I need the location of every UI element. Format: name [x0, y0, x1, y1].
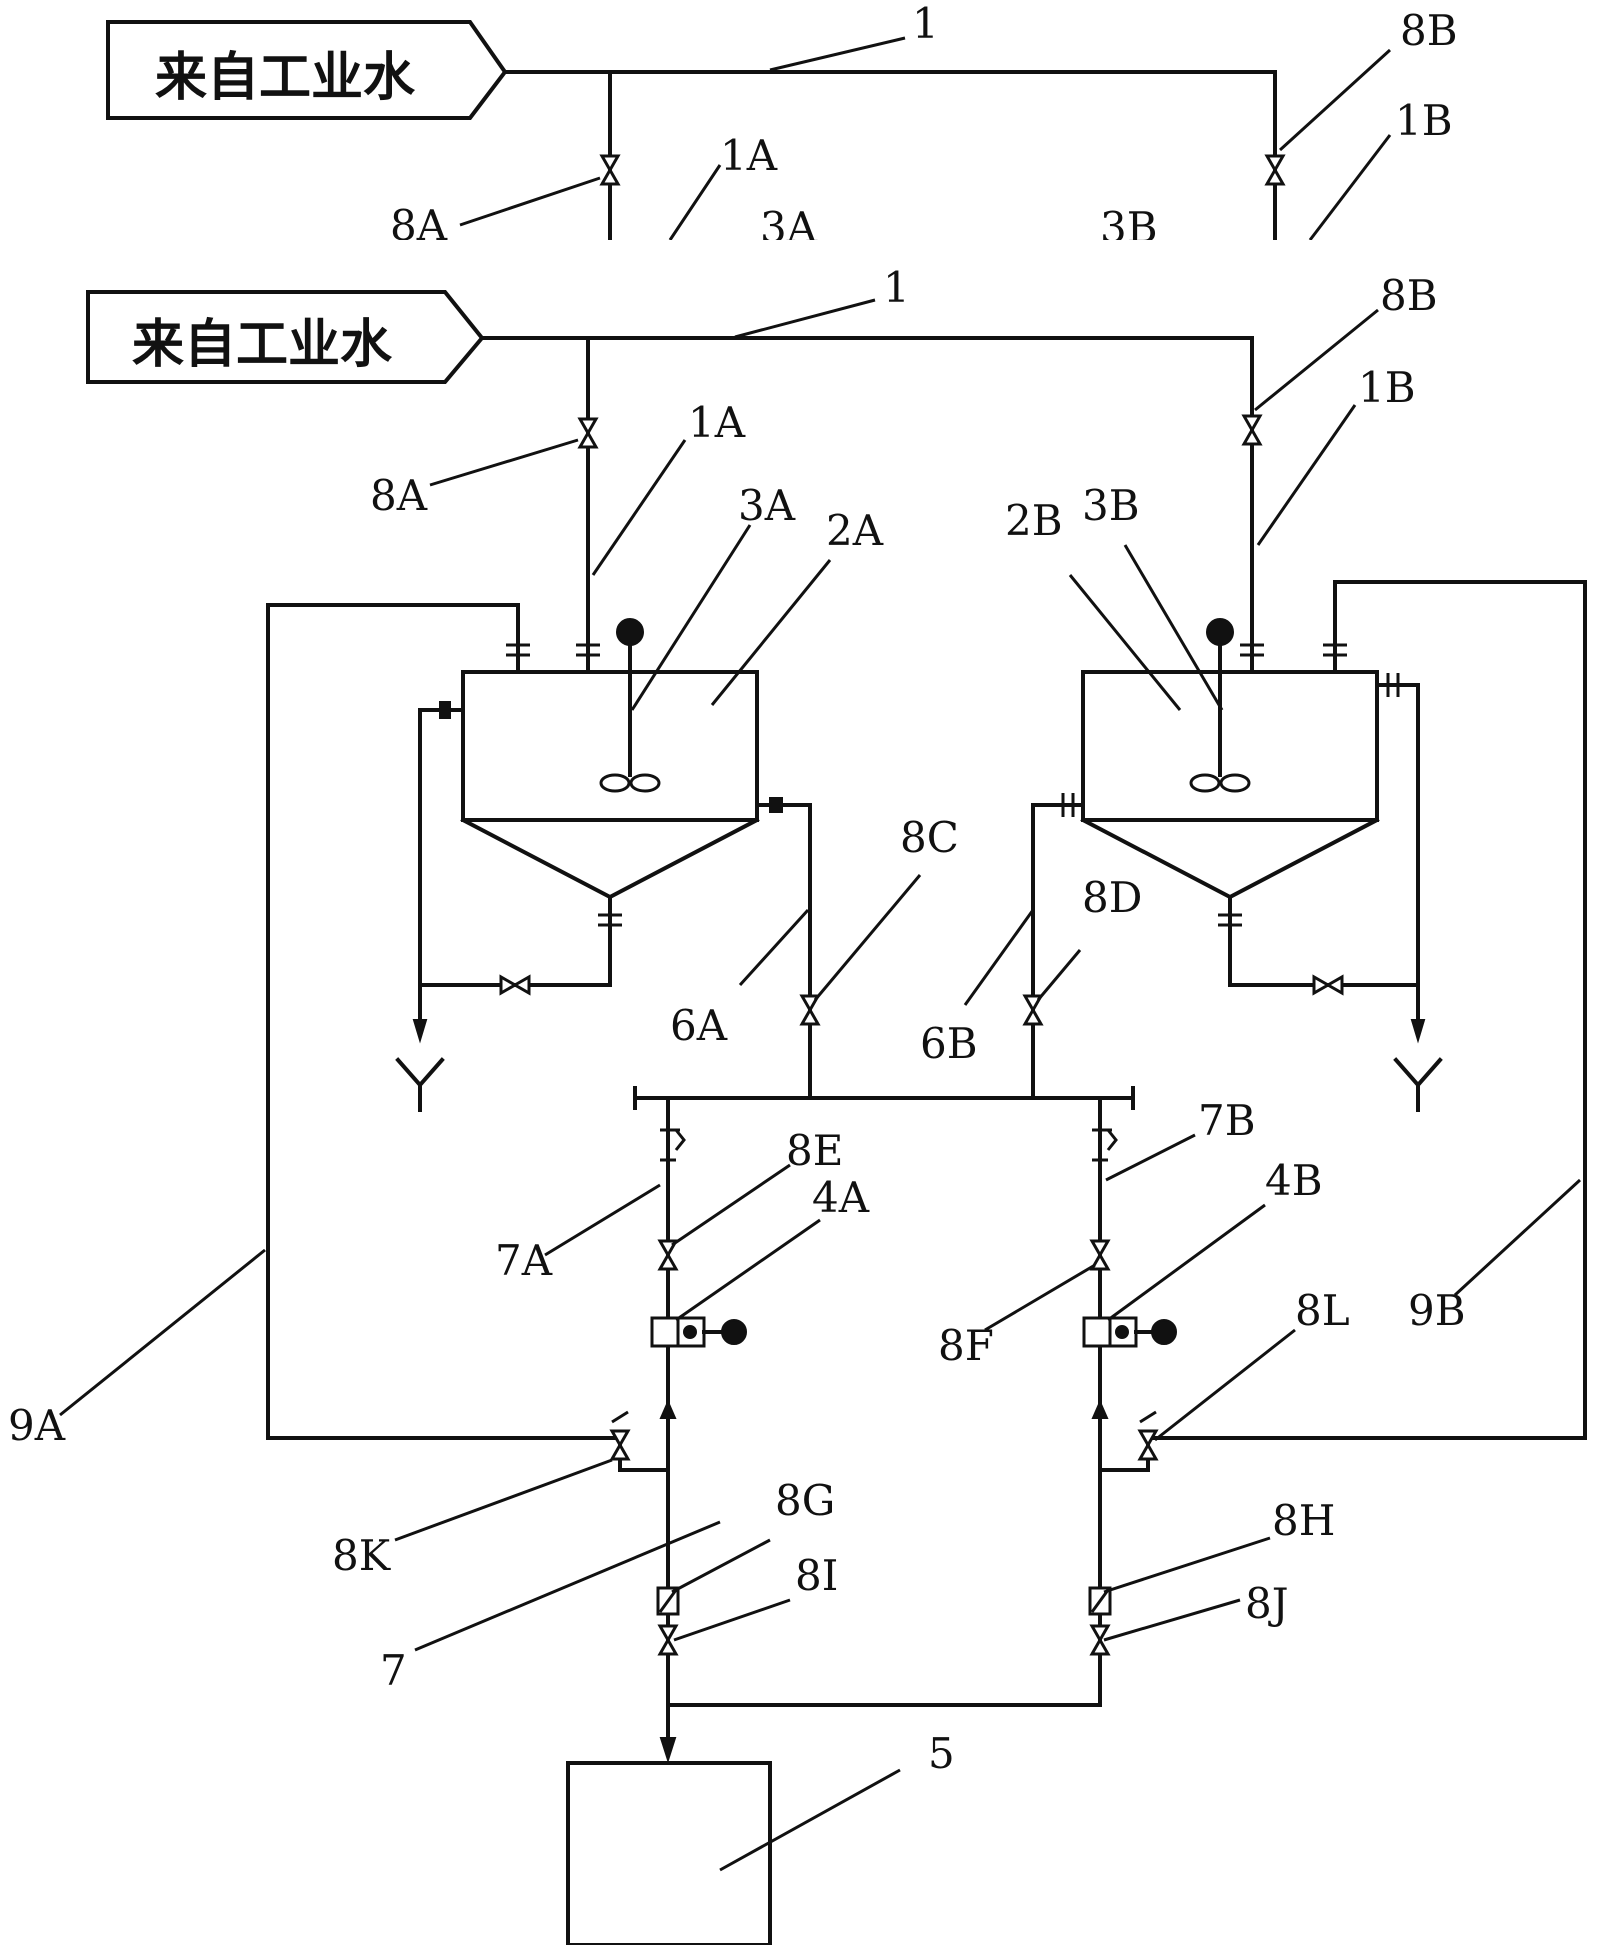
valve-8a-icon[interactable]	[578, 417, 598, 449]
impeller-a-icon	[599, 773, 661, 793]
label-8i: 8I	[795, 1551, 838, 1600]
inlet-fitting-b-icon	[1092, 1128, 1118, 1162]
impeller-b-icon	[1189, 773, 1251, 793]
label-2b: 2B	[1005, 496, 1063, 545]
valve-8l-icon[interactable]	[1138, 1410, 1158, 1461]
tank-a-outlet-port-icon	[769, 797, 783, 813]
source-box: 来自工业水	[86, 290, 485, 384]
discharge-arrow-icon	[659, 1737, 677, 1764]
ghost-label-1b: 1B	[1395, 96, 1453, 145]
drain-funnel-a-icon	[395, 1057, 445, 1089]
valve-8b-icon[interactable]	[1242, 414, 1262, 446]
pump-4a-motor-icon	[721, 1319, 747, 1345]
label-9a: 9A	[8, 1401, 66, 1450]
label-4a: 4A	[812, 1173, 870, 1222]
drain-valve-b-icon[interactable]	[1312, 975, 1344, 995]
ghost-label-8b: 8B	[1400, 6, 1458, 55]
label-3a: 3A	[738, 481, 796, 530]
label-6b: 6B	[920, 1019, 978, 1068]
flow-arrow-a-icon	[659, 1399, 677, 1419]
label-5: 5	[928, 1729, 955, 1778]
check-valve-8h-icon	[1088, 1586, 1112, 1616]
ghost-label-1a: 1A	[720, 131, 778, 180]
label-3b: 3B	[1082, 481, 1140, 530]
label-8l: 8L	[1295, 1286, 1350, 1335]
tank-a-side-port-icon	[439, 701, 451, 719]
label-9b: 9B	[1408, 1286, 1466, 1335]
ghost-strip: 来自工业水 1 8B 1B 1A 8A 3A 3B	[0, 0, 1600, 266]
main-pipe	[480, 336, 1254, 674]
label-7: 7	[380, 1646, 407, 1695]
label-7a: 7A	[495, 1236, 553, 1285]
tank-b	[1031, 603, 1443, 1112]
label-8k: 8K	[332, 1531, 392, 1580]
return-pipe-9a	[266, 603, 622, 1440]
label-7b: 7B	[1198, 1096, 1256, 1145]
label-1b: 1B	[1358, 363, 1416, 412]
ghost-source-box	[106, 20, 508, 120]
label-8g: 8G	[775, 1476, 835, 1525]
flow-arrow-b-icon	[1091, 1399, 1109, 1419]
drain-arrow-a-icon	[412, 1019, 428, 1044]
label-1: 1	[883, 263, 910, 312]
valve-8i-icon[interactable]	[658, 1624, 678, 1656]
motor-b-icon	[1206, 618, 1234, 646]
pump-4a-icon	[650, 1316, 747, 1348]
tank-a	[395, 603, 812, 1112]
label-8c: 8C	[900, 813, 959, 862]
check-valve-8g-icon	[656, 1586, 680, 1616]
drain-valve-a-icon[interactable]	[499, 975, 531, 995]
leader-lines	[59, 298, 1582, 1872]
label-8h: 8H	[1272, 1496, 1335, 1545]
drain-funnel-b-icon	[1393, 1057, 1443, 1089]
label-1a: 1A	[688, 398, 746, 447]
ghost-label-1: 1	[912, 0, 939, 48]
inlet-fitting-a-icon	[660, 1128, 686, 1162]
label-6a: 6A	[670, 1001, 728, 1050]
receiver-tank	[566, 1761, 772, 1945]
return-pipe-9b	[1146, 580, 1587, 1440]
label-8j: 8J	[1245, 1579, 1289, 1628]
pump-4b-icon	[1082, 1316, 1177, 1348]
source-label: 来自工业水	[132, 315, 393, 375]
valve-8k-icon[interactable]	[610, 1410, 630, 1461]
label-8b: 8B	[1380, 271, 1438, 320]
ghost-source-label: 来自工业水	[155, 48, 416, 108]
drain-arrow-b-icon	[1410, 1019, 1426, 1044]
label-8f: 8F	[938, 1321, 994, 1370]
pump-4b-motor-icon	[1151, 1319, 1177, 1345]
label-8d: 8D	[1082, 873, 1142, 922]
label-8e: 8E	[786, 1126, 843, 1175]
labels: 1 8B 1B 1A 8A 3A 2A 2B 3B 8C 8D 6A 6B 7B…	[8, 263, 1466, 1778]
label-4b: 4B	[1265, 1156, 1323, 1205]
discharge-pipe	[666, 1703, 1102, 1747]
label-8a: 8A	[370, 471, 428, 520]
motor-a-icon	[616, 618, 644, 646]
label-2a: 2A	[826, 506, 884, 555]
